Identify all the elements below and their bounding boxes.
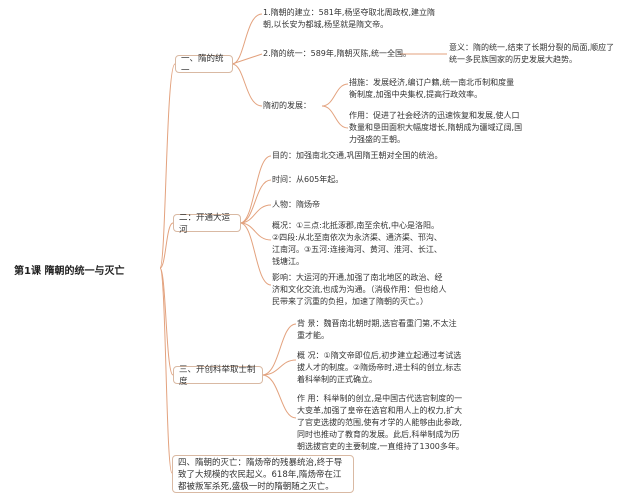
branch-imperial-exam: 三、开创科举取士制度 (173, 365, 263, 387)
node-overview: 概况：①三点:北抵涿郡,南至余杭,中心是洛阳。②四段:从北至南依次为永济渠、通济… (272, 221, 442, 266)
node-measures: 措施：发展经济,编订户籍,统一南北币制和度量衡制度,加强中央集权,提高行政效率。 (349, 78, 515, 99)
node-early-development: 隋初的发展： (263, 101, 311, 110)
node-founding: 1.隋朝的建立：581年,杨坚夺取北周政权,建立隋朝,以长安为都城,杨坚就是隋文… (263, 8, 435, 29)
branch-grand-canal: 二：开通大运河 (173, 213, 241, 235)
branch-unification: 一、隋的统一 (175, 54, 233, 76)
node-impact: 影响：大运河的开通,加强了南北地区的政治、经济和文化交流,也成为沟通。（消极作用… (272, 273, 447, 306)
node-significance: 意义：隋的统一,结束了长期分裂的局面,顺应了统一多民族国家的历史发展大趋势。 (449, 43, 615, 64)
node-person: 人物：隋炀帝 (272, 200, 320, 209)
node-time: 时间：从605年起。 (272, 175, 344, 184)
branch-fall: 四、隋朝的灭亡：隋炀帝的残暴统治,终于导致了大规模的农民起义。618年,隋炀帝在… (172, 455, 354, 493)
node-effect: 作用：促进了社会经济的迅速恢复和发展,使人口数量和垦田面积大幅度增长,隋朝成为疆… (349, 111, 523, 144)
node-exam-overview: 概 况：①隋文帝即位后,初步建立起通过考试选拔人才的制度。②隋炀帝时,进士科的创… (297, 351, 462, 384)
node-background: 背 景：魏晋南北朝时期,选官看重门第,不太注重才能。 (297, 319, 457, 340)
node-purpose: 目的：加强南北交通,巩固隋王朝对全国的统治。 (272, 151, 443, 160)
node-unification: 2.隋的统一：589年,隋朝灭陈,统一全国。 (263, 49, 411, 58)
root-topic: 第1课 隋朝的统一与灭亡 (14, 266, 125, 277)
node-exam-effect: 作 用：科举制的创立,是中国古代选官制度的一大变革,加强了皇帝在选官和用人上的权… (297, 394, 464, 451)
